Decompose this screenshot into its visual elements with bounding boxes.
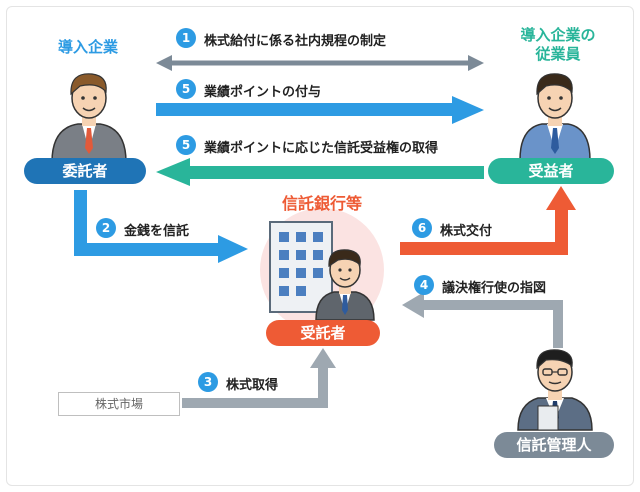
step-6-badge: 6 [412, 218, 432, 238]
step-1-badge: 1 [176, 28, 196, 48]
arrow-step-4 [402, 292, 563, 348]
step-4-badge: 4 [414, 275, 434, 295]
stock-market-box: 株式市場 [58, 392, 180, 416]
arrow-step-2 [74, 190, 248, 263]
right-party-title: 導入企業の 従業員 [498, 26, 618, 64]
person-left-icon [51, 73, 127, 163]
step-5-acquire-label: 業績ポイントに応じた信託受益権の取得 [204, 141, 439, 156]
person-trustee-icon [315, 249, 375, 321]
arrow-step-1 [156, 55, 484, 71]
arrow-step-3 [182, 348, 336, 408]
bank-title: 信託銀行等 [281, 194, 362, 213]
step-6-label: 株式交付 [440, 224, 493, 239]
arrow-step-5-grant [156, 96, 484, 124]
step-3-label: 株式取得 [226, 378, 279, 393]
trustor-pill: 委託者 [24, 158, 146, 184]
trustee-pill: 受託者 [266, 320, 380, 346]
person-manager-icon [517, 349, 593, 431]
arrow-step-6 [400, 186, 576, 255]
step-2-label: 金銭を信託 [124, 224, 190, 239]
step-4-label: 議決権行使の指図 [442, 281, 547, 296]
step-5-grant-badge: 5 [176, 79, 196, 99]
trust-manager-pill: 信託管理人 [494, 432, 614, 458]
arrow-step-5-acquire [156, 158, 484, 186]
step-2-badge: 2 [96, 218, 116, 238]
beneficiary-pill: 受益者 [488, 158, 614, 184]
step-1-label: 株式給付に係る社内規程の制定 [204, 34, 387, 49]
step-5-acquire-badge: 5 [176, 135, 196, 155]
person-right-icon [519, 73, 591, 161]
right-party-title-line1: 導入企業の [520, 26, 596, 44]
right-party-title-line2: 従業員 [535, 45, 581, 63]
left-party-title: 導入企業 [57, 38, 118, 56]
step-3-badge: 3 [198, 372, 218, 392]
step-5-grant-label: 業績ポイントの付与 [204, 85, 322, 100]
